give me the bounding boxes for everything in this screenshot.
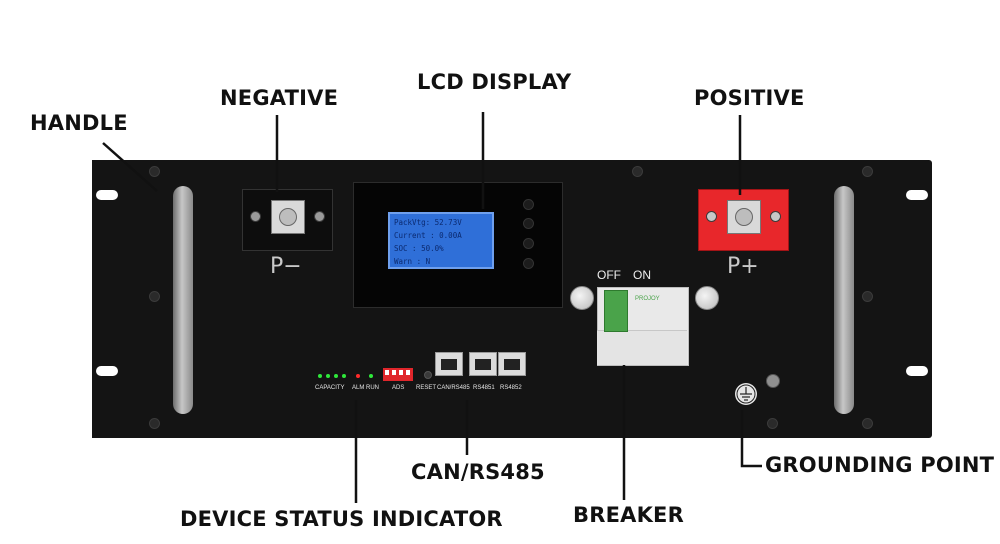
left-handle[interactable]: [173, 186, 193, 414]
capacity-led: [326, 374, 330, 378]
lcd-screen: PackVtg: 52.73V Current : 0.00A SOC : 50…: [388, 212, 494, 269]
right-handle[interactable]: [834, 186, 854, 414]
screw: [149, 418, 160, 429]
breaker-toggle[interactable]: [604, 290, 628, 332]
negative-bolt-head-icon: [279, 208, 297, 226]
terminal-screw-icon: [314, 211, 325, 222]
screw: [149, 291, 160, 302]
breaker-off-label: OFF: [597, 268, 621, 282]
positive-terminal[interactable]: [698, 189, 789, 251]
callout-negative: NEGATIVE: [220, 86, 339, 110]
breaker-knob-right: [695, 286, 719, 310]
ads-label: ADS: [392, 385, 405, 391]
screw: [767, 418, 778, 429]
run-label: RUN: [366, 385, 379, 391]
screw: [862, 291, 873, 302]
negative-terminal[interactable]: [242, 189, 333, 251]
terminal-screw-icon: [250, 211, 261, 222]
lcd-button-down[interactable]: [523, 218, 534, 229]
callout-lcd-display: LCD DISPLAY: [417, 70, 572, 94]
capacity-label: CAPACITY: [315, 385, 345, 391]
breaker-knob-left: [570, 286, 594, 310]
positive-bolt-head-icon: [735, 208, 753, 226]
callout-positive: POSITIVE: [694, 86, 805, 110]
capacity-led: [318, 374, 322, 378]
rs4852-port[interactable]: [498, 352, 526, 376]
dip-lever: [385, 370, 389, 375]
callout-can-rs485: CAN/RS485: [411, 460, 545, 484]
ground-screw-icon: [766, 374, 780, 388]
lcd-button-esc[interactable]: [523, 258, 534, 269]
screw: [862, 166, 873, 177]
callout-device-status-indicator: DEVICE STATUS INDICATOR: [180, 507, 503, 531]
lcd-line: SOC : 50.0%: [394, 244, 444, 253]
screw: [632, 166, 643, 177]
lcd-line: Warn : N: [394, 257, 431, 266]
negative-terminal-label: P−: [270, 254, 302, 279]
breaker-lower-housing: [597, 330, 687, 365]
terminal-screw-icon: [770, 211, 781, 222]
callout-handle: HANDLE: [30, 111, 128, 135]
positive-terminal-label: P+: [727, 254, 759, 279]
capacity-led: [342, 374, 346, 378]
callout-grounding-point: GROUNDING POINT: [765, 453, 995, 477]
rs4851-port[interactable]: [469, 352, 497, 376]
rack-slot: [96, 366, 118, 376]
rs4852-port-label: RS4852: [500, 385, 522, 391]
reset-button[interactable]: [424, 371, 432, 379]
dip-lever: [406, 370, 410, 375]
run-led: [369, 374, 373, 378]
rack-slot: [906, 190, 928, 200]
breaker-brand: PROJOY: [635, 296, 660, 302]
grounding-point[interactable]: [735, 383, 757, 405]
callout-breaker: BREAKER: [573, 503, 684, 527]
breaker-on-label: ON: [633, 268, 651, 282]
rack-slot: [96, 190, 118, 200]
lcd-button-enter[interactable]: [523, 238, 534, 249]
dip-switch[interactable]: [383, 368, 413, 381]
lcd-button-up[interactable]: [523, 199, 534, 210]
capacity-led: [334, 374, 338, 378]
screw: [149, 166, 160, 177]
alm-label: ALM: [352, 385, 365, 391]
rs4851-port-label: RS4851: [473, 385, 495, 391]
dip-lever: [399, 370, 403, 375]
alm-led: [356, 374, 360, 378]
can-rs485-port[interactable]: [435, 352, 463, 376]
lcd-line: PackVtg: 52.73V: [394, 218, 462, 227]
ground-icon: [736, 384, 756, 404]
dip-lever: [392, 370, 396, 375]
rack-slot: [906, 366, 928, 376]
reset-label: RESET: [416, 385, 437, 391]
can-rs485-port-label: CAN/RS485: [437, 385, 470, 391]
terminal-screw-icon: [706, 211, 717, 222]
screw: [862, 418, 873, 429]
lcd-line: Current : 0.00A: [394, 231, 462, 240]
